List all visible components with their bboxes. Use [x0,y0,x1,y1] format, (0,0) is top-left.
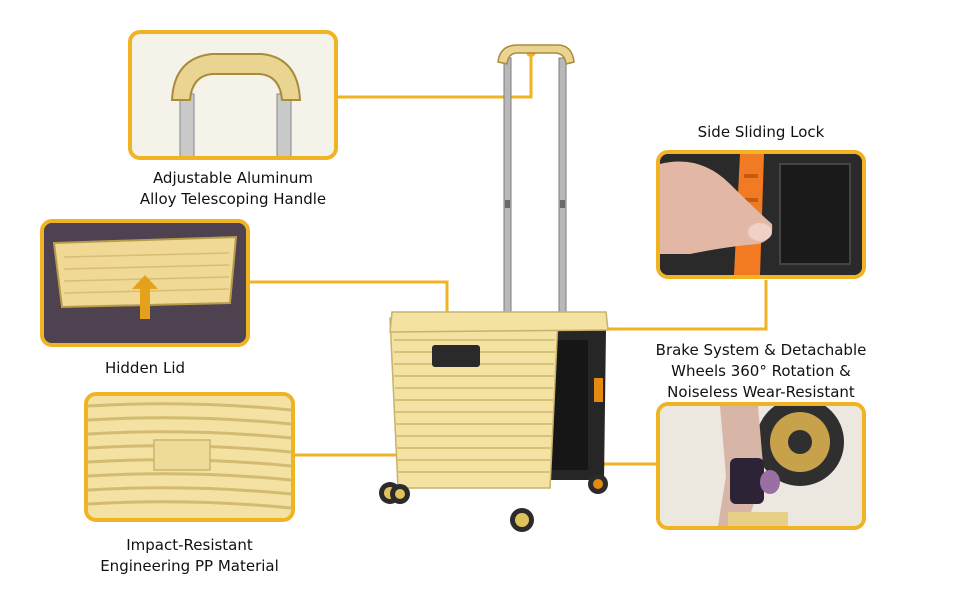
lid-label-line-1: Hidden Lid [104,359,186,377]
handle-label: Adjustable Aluminum Alloy Telescoping Ha… [128,168,338,210]
material-callout-image [84,392,295,522]
lid-callout-image [40,219,250,347]
handle-callout-image [128,30,338,160]
folding-cart-product [370,40,620,540]
material-label: Impact-Resistant Engineering PP Material [84,535,295,577]
wheels-label-line-1: Brake System & Detachable [655,341,867,359]
handle-label-line-2: Alloy Telescoping Handle [139,190,327,208]
lid-label: Hidden Lid [90,358,200,379]
wheels-label-line-2: Wheels 360° Rotation & [671,362,851,380]
lock-callout-image [656,150,866,279]
wheels-label: Brake System & Detachable Wheels 360° Ro… [636,340,886,403]
material-label-line-1: Impact-Resistant [126,536,253,554]
handle-label-line-1: Adjustable Aluminum [152,169,314,187]
lock-label: Side Sliding Lock [656,122,866,143]
lock-label-line-1: Side Sliding Lock [697,123,825,141]
wheels-callout-image [656,402,866,530]
wheels-label-line-3: Noiseless Wear-Resistant [667,383,855,401]
material-label-line-2: Engineering PP Material [100,557,279,575]
